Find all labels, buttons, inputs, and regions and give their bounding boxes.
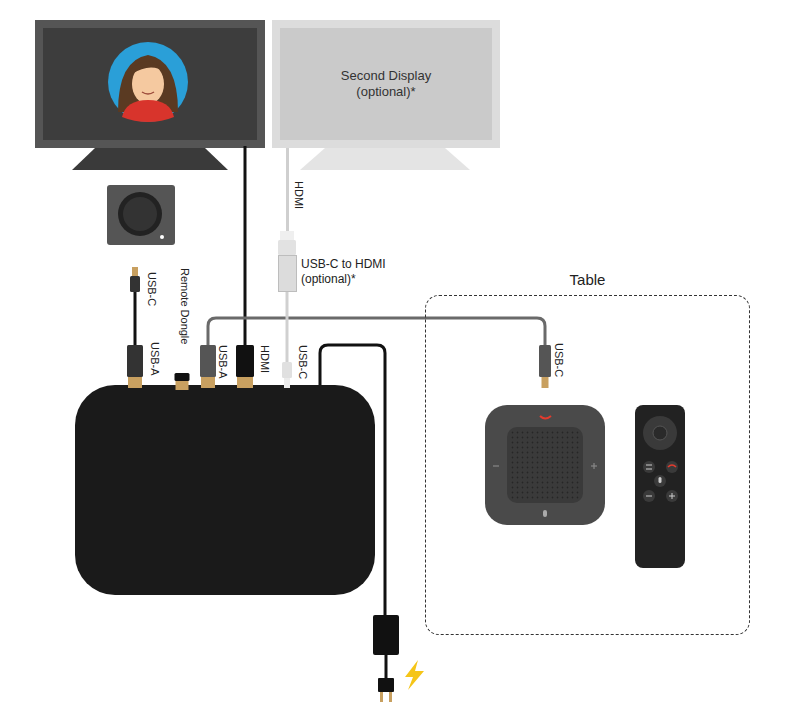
plug-tip: [542, 377, 549, 388]
port-label: USB-A: [217, 345, 229, 379]
plug-tip: [284, 378, 290, 388]
plug-body: [127, 345, 143, 377]
second-display: [272, 20, 500, 170]
node-label: USB-C to HDMI (optional)*: [301, 257, 411, 287]
plug-body: [200, 345, 216, 377]
power-adapter: [373, 615, 424, 702]
node-label: Second Display (optional)*: [331, 68, 441, 100]
plug-tip: [132, 267, 138, 276]
power-symbol: [405, 660, 424, 690]
adapter-box: USB-C to HDMI (optional)*: [278, 255, 297, 292]
main-monitor: [35, 20, 265, 170]
port-label: USB-C: [553, 343, 565, 377]
plug-body: [130, 276, 140, 292]
plug-body: [175, 373, 190, 381]
usb-cable: [208, 318, 545, 345]
node-label: Table: [426, 271, 749, 288]
port-label: HDMI: [259, 345, 271, 373]
plugs: [127, 231, 551, 390]
cable-label: HDMI: [293, 181, 305, 209]
port-label: USB-A: [149, 342, 161, 376]
usb-c-cable: [286, 292, 289, 362]
plug-tip: [128, 377, 142, 388]
port-label: USB-C: [146, 272, 158, 306]
remote-control: [635, 405, 685, 568]
hdmi-cable: [244, 146, 247, 345]
plug-body: [282, 362, 292, 378]
plug-tip: [237, 377, 253, 388]
port-label: USB-C: [297, 345, 309, 379]
plug-body: [236, 345, 254, 377]
plug-tip: [280, 231, 294, 240]
port-label: Remote Dongle: [179, 268, 191, 344]
camera: [107, 185, 175, 245]
speakerphone: [485, 405, 605, 525]
table-area: Table: [425, 295, 750, 635]
display-screen: Second Display (optional)*: [280, 28, 492, 140]
usb-cable: [134, 292, 137, 345]
plug-body: [278, 240, 296, 255]
plug-body: [539, 345, 551, 377]
hub: [75, 385, 375, 595]
plug-tip: [176, 381, 189, 390]
plug-tip: [201, 377, 215, 388]
